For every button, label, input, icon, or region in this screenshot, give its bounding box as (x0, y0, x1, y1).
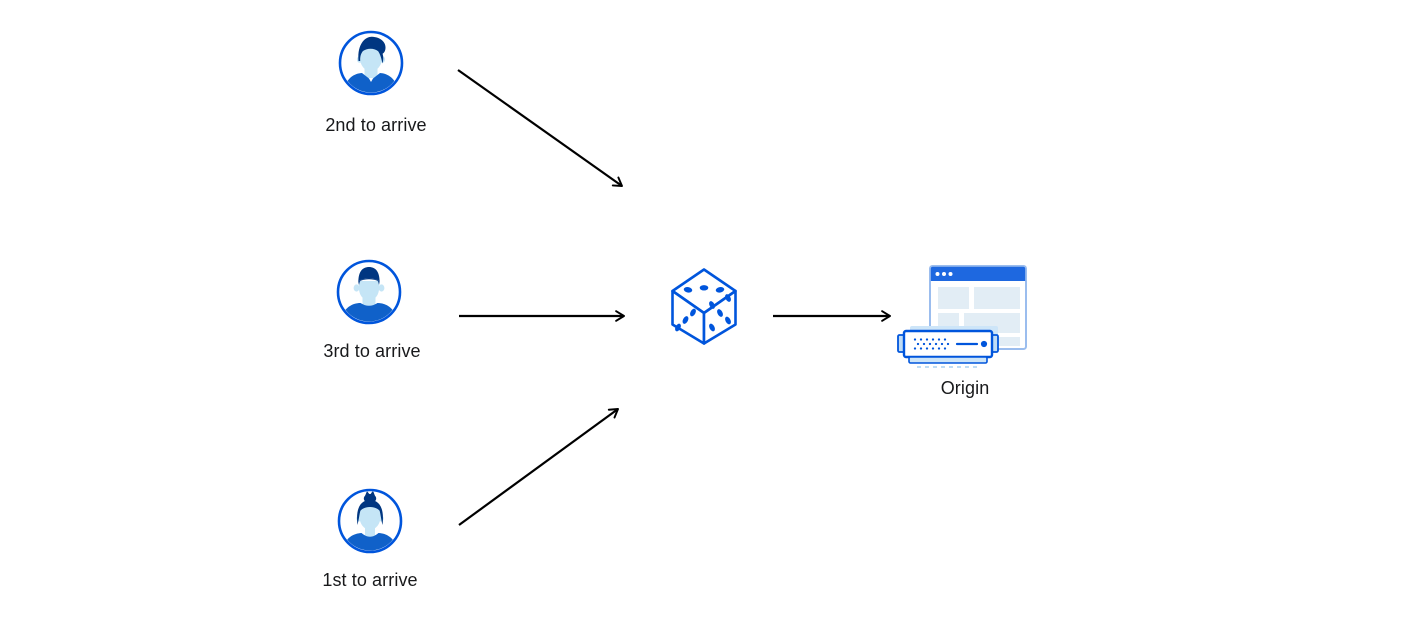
user-label-2nd: 2nd to arrive (325, 115, 427, 135)
dice-icon (671, 268, 737, 345)
origin-label: Origin (940, 378, 990, 398)
user-label-3rd: 3rd to arrive (323, 341, 421, 361)
arrow-user-1st-to-dice (458, 408, 619, 526)
origin-server-icon (897, 265, 1027, 368)
male-avatar-swept-hair-icon (338, 30, 404, 96)
user-node-3rd (336, 259, 402, 325)
origin-node (895, 260, 1031, 372)
server-vent-dots (913, 338, 950, 350)
server-icon (897, 326, 999, 368)
user-node-1st (337, 488, 403, 554)
randomizer-node (670, 268, 738, 347)
user-label-1st: 1st to arrive (322, 570, 418, 590)
male-avatar-short-hair-icon (336, 259, 402, 325)
user-node-2nd (338, 30, 404, 96)
female-avatar-bun-icon (337, 488, 403, 554)
